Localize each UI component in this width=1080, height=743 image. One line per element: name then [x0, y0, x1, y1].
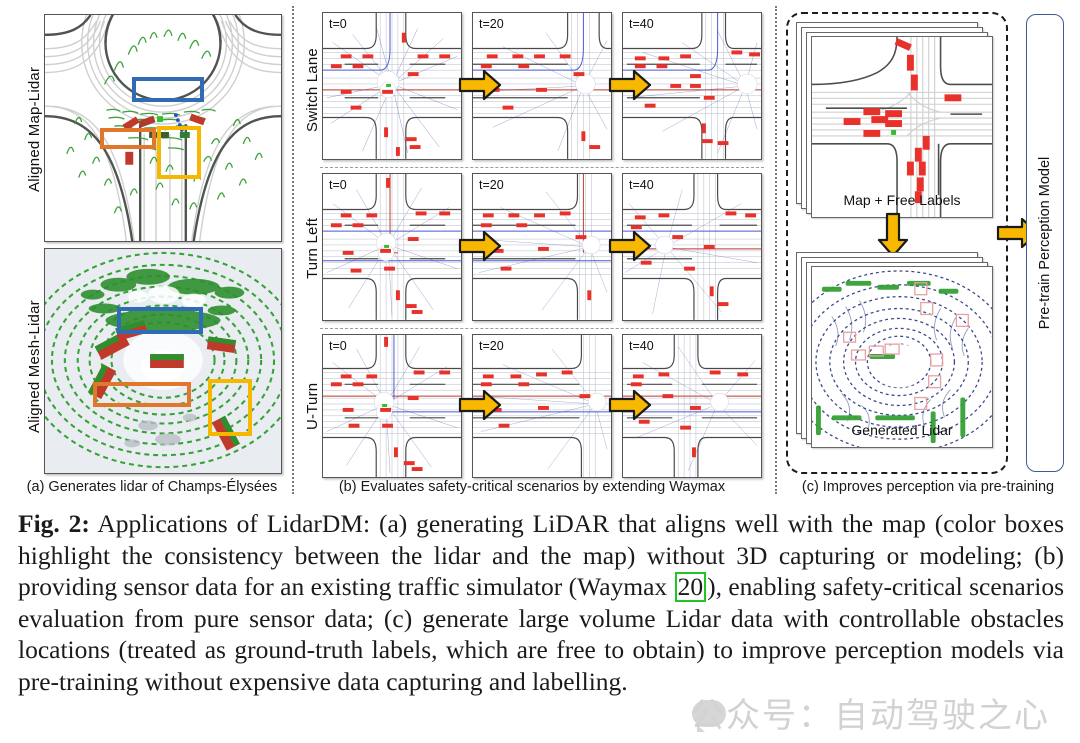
- pipeline-dashed-container: [786, 12, 1008, 474]
- generated-lidar-scene: [812, 267, 992, 447]
- aligned-mesh-lidar-image: [44, 248, 282, 474]
- timestep-label: t=0: [329, 178, 347, 192]
- predicted-boxes: [843, 282, 969, 411]
- scenario-frame-u-turn-t0: t=0: [322, 334, 462, 478]
- panel-b-caption: (b) Evaluates safety-critical scenarios …: [338, 479, 726, 495]
- map-free-labels-label: Map + Free Labels: [843, 192, 961, 208]
- panel-divider-b-c: [775, 6, 777, 494]
- pre-train-perception-model-label: Pre-train Perception Model: [1037, 156, 1053, 330]
- pre-train-perception-model-box: Pre-train Perception Model: [1026, 14, 1064, 472]
- timestep-label: t=40: [629, 339, 654, 353]
- progress-arrow: [458, 69, 502, 101]
- highlight-box-blue: [132, 77, 204, 102]
- highlight-box-yellow: [157, 126, 201, 179]
- progress-arrow: [608, 69, 652, 101]
- scenario-frame-switch-lane-t20: t=20: [472, 12, 612, 160]
- figure-caption-label: Fig. 2:: [18, 509, 90, 538]
- panel-divider-a-b: [292, 6, 294, 494]
- progress-arrow: [458, 389, 502, 421]
- generated-lidar-label: Generated Lidar: [851, 422, 953, 438]
- waymax-scene: [323, 335, 461, 477]
- figure-caption: Fig. 2: Applications of LidarDM: (a) gen…: [18, 508, 1064, 698]
- scenario-frame-switch-lane-t0: t=0: [322, 12, 462, 160]
- figure-caption-part1: Applications of LidarDM: (a) generating …: [18, 509, 1065, 602]
- figure-caption-part2: ), enabling safety-critical scenarios ev…: [18, 572, 1064, 696]
- panel-a-row-label-mesh-lidar: Aligned Mesh-Lidar: [26, 300, 43, 434]
- map-lidar-scene: [45, 15, 281, 241]
- highlight-box-yellow: [208, 379, 252, 436]
- object-boxes: [330, 32, 451, 156]
- waymax-scene: [623, 174, 761, 320]
- aligned-map-lidar-image: [44, 14, 282, 242]
- panel-b-row-label-switch-lane: Switch Lane: [304, 48, 321, 132]
- timestep-label: t=0: [329, 339, 347, 353]
- timestep-label: t=20: [479, 17, 504, 31]
- map-free-labels-scene: [812, 37, 992, 217]
- waymax-scene: [323, 13, 461, 159]
- generated-lidar-stack: Generated Lidar: [796, 252, 996, 452]
- progress-arrow: [608, 230, 652, 262]
- scenario-frame-turn-left-t0: t=0: [322, 173, 462, 321]
- timestep-label: t=20: [479, 339, 504, 353]
- scenario-frame-switch-lane-t40: t=40: [622, 12, 762, 160]
- timestep-label: t=20: [479, 178, 504, 192]
- free-label-boxes: [843, 38, 962, 204]
- panel-b-row-label-turn-left: Turn Left: [304, 217, 321, 279]
- waymax-scene: [473, 13, 611, 159]
- waymax-scene: [323, 174, 461, 320]
- panel-a-row-label-map-lidar: Aligned Map-Lidar: [26, 66, 43, 193]
- highlight-box-orange: [100, 128, 156, 149]
- stack-sheet-front: Generated Lidar: [811, 266, 993, 448]
- progress-arrow: [608, 389, 652, 421]
- citation-link-20[interactable]: 20: [674, 572, 707, 603]
- panel-a-caption: (a) Generates lidar of Champs-Élysées: [26, 479, 278, 495]
- scenario-frame-turn-left-t40: t=40: [622, 173, 762, 321]
- timestep-label: t=40: [629, 178, 654, 192]
- mesh-lidar-scene: [45, 249, 281, 473]
- timestep-label: t=0: [329, 17, 347, 31]
- row-divider: [320, 328, 764, 329]
- panel-c-caption: (c) Improves perception via pre-training: [801, 479, 1055, 495]
- highlight-box-blue: [117, 307, 203, 334]
- progress-arrow: [458, 230, 502, 262]
- timestep-label: t=40: [629, 17, 654, 31]
- pipeline-down-arrow: [877, 212, 909, 258]
- row-divider: [320, 167, 764, 168]
- figure-2: Aligned Map-Lidar: [26, 6, 1064, 495]
- stack-sheet-front: Map + Free Labels: [811, 36, 993, 218]
- watermark-bubble-icon: [692, 700, 726, 732]
- highlight-box-orange: [93, 382, 191, 407]
- map-free-labels-stack: Map + Free Labels: [796, 22, 996, 218]
- panel-b-row-label-u-turn: U-Turn: [304, 382, 321, 430]
